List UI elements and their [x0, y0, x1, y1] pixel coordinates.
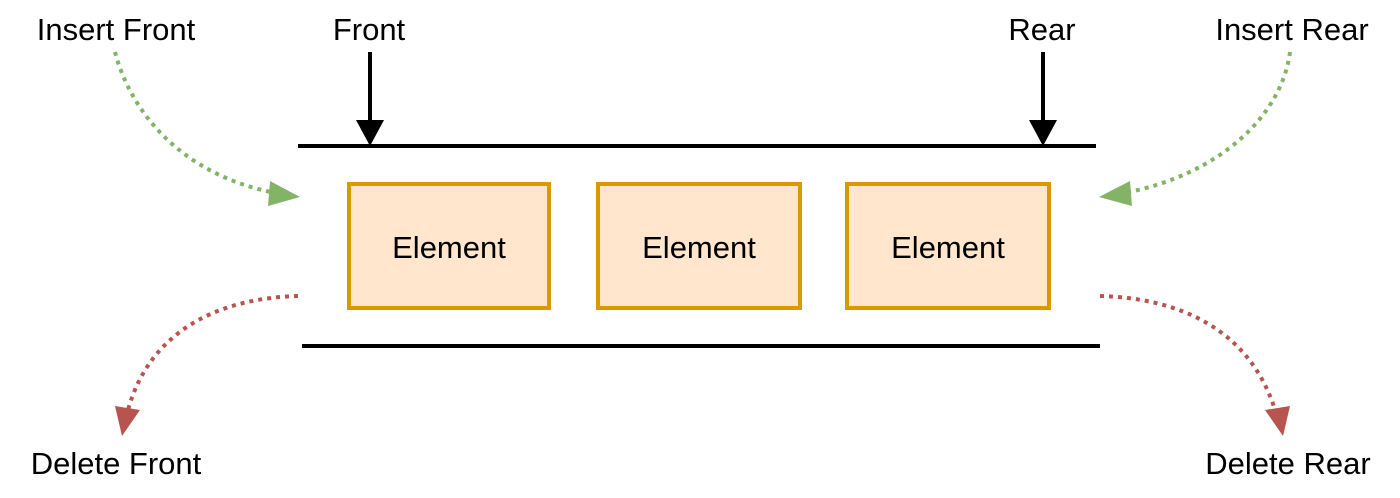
- rear-pointer-arrow: [1029, 52, 1057, 146]
- rear-label: Rear: [1008, 12, 1075, 47]
- insert-rear-arrow: [1099, 51, 1292, 206]
- front-label: Front: [333, 12, 406, 47]
- element-label-3: Element: [891, 230, 1005, 265]
- element-label-1: Element: [392, 230, 506, 265]
- delete-rear-arrow: [1099, 294, 1290, 436]
- front-pointer-arrow: [356, 52, 384, 146]
- insert-front-label: Insert Front: [37, 12, 196, 47]
- delete-front-label: Delete Front: [31, 446, 202, 481]
- element-box-3: Element: [845, 182, 1051, 310]
- insert-rear-label: Insert Rear: [1215, 12, 1368, 47]
- delete-rear-label: Delete Rear: [1205, 446, 1370, 481]
- insert-front-arrow: [113, 51, 300, 206]
- element-box-1: Element: [347, 182, 551, 310]
- delete-front-arrow: [115, 294, 299, 436]
- element-box-2: Element: [596, 182, 802, 310]
- element-label-2: Element: [642, 230, 756, 265]
